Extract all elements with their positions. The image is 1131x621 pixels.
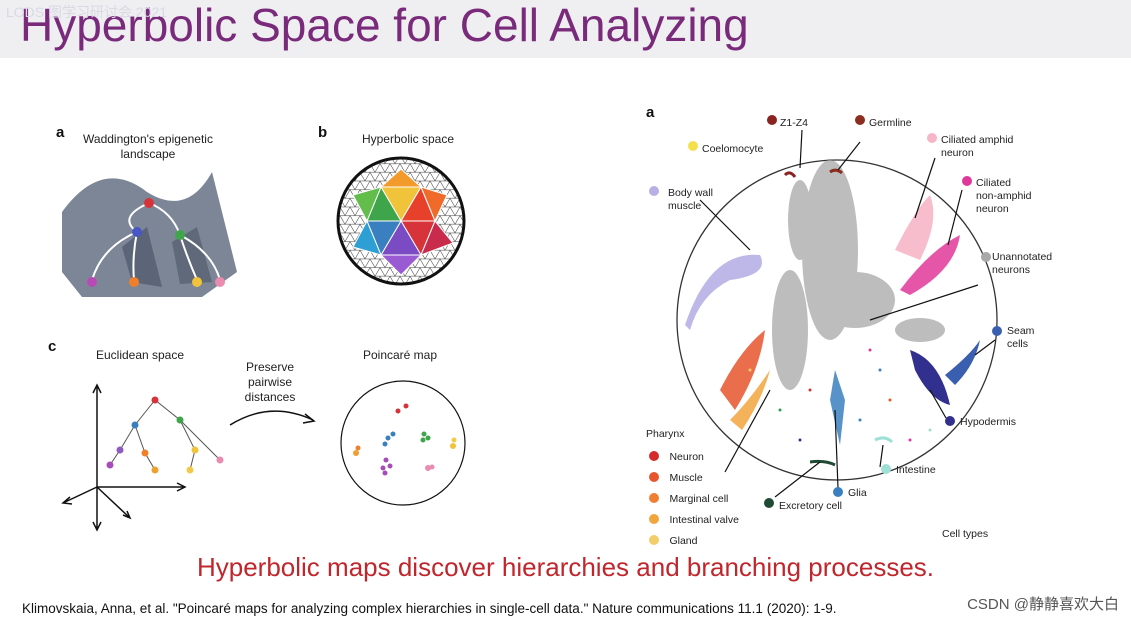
body-wall-label: Body wall muscle — [668, 187, 713, 213]
legend-label: Neuron — [669, 451, 703, 463]
excretory-label: Excretory cell — [779, 500, 842, 513]
seam-line1: Seam — [1007, 325, 1034, 338]
panel-b-letter: b — [318, 124, 327, 141]
panel-a-letter: a — [56, 124, 64, 141]
legend-item: Neuron — [646, 447, 739, 468]
ciliated-non-line1: Ciliated — [976, 177, 1031, 190]
body-wall-line1: Body wall — [668, 187, 713, 200]
body-wall-dot — [649, 186, 659, 196]
coelomocyte-label: Coelomocyte — [702, 143, 763, 156]
ball-blue — [132, 227, 142, 237]
waddington-landscape — [62, 172, 237, 300]
legend-swatch — [649, 514, 659, 524]
ciliated-non-amphid-label: Ciliated non-amphid neuron — [976, 177, 1031, 216]
hypodermis-label: Hypodermis — [960, 416, 1016, 429]
left-figure: a Waddington's epigenetic landscape b Hy… — [40, 110, 480, 540]
seam-line2: cells — [1007, 338, 1034, 351]
ball-yellow — [192, 277, 202, 287]
slide-caption: Hyperbolic maps discover hierarchies and… — [0, 552, 1131, 583]
panel-c-letter: c — [48, 338, 56, 355]
pharynx-legend-title: Pharynx — [646, 428, 739, 441]
legend-swatch — [649, 493, 659, 503]
ball-green — [175, 230, 185, 240]
seam-cells-dot — [992, 326, 1002, 336]
panel-a-label-line2: landscape — [68, 147, 228, 162]
euclidean-label: Euclidean space — [80, 348, 200, 363]
excretory-cluster — [810, 461, 835, 465]
preserve-arrow — [225, 400, 325, 430]
ball-purple — [87, 277, 97, 287]
legend-swatch — [649, 472, 659, 482]
seam-cells-label: Seam cells — [1007, 325, 1034, 351]
right-figure: a — [630, 100, 1110, 545]
z1z4-dot — [767, 115, 777, 125]
legend-item: Intestinal valve — [646, 510, 739, 531]
legend-item: Muscle — [646, 468, 739, 489]
intestine-label: Intestine — [896, 464, 936, 477]
unannotated-line2: neurons — [992, 264, 1052, 277]
z1z4-cluster — [785, 173, 795, 177]
unannotated-line1: Unannotated — [992, 251, 1052, 264]
preserve-distances-label: Preserve pairwise distances — [225, 360, 315, 405]
legend-item: Marginal cell — [646, 489, 739, 510]
unannotated-label: Unannotated neurons — [992, 251, 1052, 277]
watermark-top: LODS 图学习研讨会 2021 — [6, 2, 167, 22]
panel-a-label-line1: Waddington's epigenetic — [68, 132, 228, 147]
hypodermis-dot — [945, 416, 955, 426]
panel-a-label: Waddington's epigenetic landscape — [68, 132, 228, 162]
legend-item: Gland — [646, 531, 739, 552]
ball-orange — [129, 277, 139, 287]
hypodermis-cluster — [910, 350, 950, 405]
intestine-dot — [881, 464, 891, 474]
germline-label: Germline — [869, 117, 912, 130]
preserve-line1: Preserve — [225, 360, 315, 375]
legend-swatch — [649, 535, 659, 545]
intestine-cluster — [875, 438, 892, 442]
ciliated-amphid-line1: Ciliated amphid — [941, 134, 1013, 147]
ciliated-amphid-cluster — [895, 195, 933, 260]
legend-label: Gland — [669, 535, 697, 547]
poincare-disk — [338, 378, 468, 508]
excretory-dot — [764, 498, 774, 508]
z1z4-label: Z1-Z4 — [780, 117, 808, 130]
legend-label: Intestinal valve — [669, 514, 738, 526]
glia-dot — [833, 487, 843, 497]
glia-cluster — [830, 370, 845, 445]
ciliated-amphid-dot — [927, 133, 937, 143]
ciliated-amphid-label: Ciliated amphid neuron — [941, 134, 1013, 160]
ciliated-non-line2: non-amphid — [976, 190, 1031, 203]
preserve-line2: pairwise — [225, 375, 315, 390]
cell-types-label: Cell types — [942, 528, 988, 541]
legend-label: Marginal cell — [669, 493, 728, 505]
poincare-label: Poincaré map — [340, 348, 460, 363]
euclidean-tree — [55, 375, 245, 535]
pharynx-legend: Pharynx Neuron Muscle Marginal cell Inte… — [646, 428, 739, 552]
germline-dot — [855, 115, 865, 125]
ciliated-non-amphid-dot — [962, 176, 972, 186]
ball-pink — [215, 277, 225, 287]
ciliated-non-line3: neuron — [976, 203, 1031, 216]
body-wall-muscle-cluster — [685, 255, 762, 330]
ball-root — [144, 198, 154, 208]
ciliated-amphid-line2: neuron — [941, 147, 1013, 160]
panel-b-label: Hyperbolic space — [338, 132, 478, 147]
hyperbolic-disk — [335, 155, 467, 287]
legend-swatch — [649, 451, 659, 461]
unannotated-dot — [981, 252, 991, 262]
glia-label: Glia — [848, 487, 867, 500]
seam-cells-cluster — [945, 340, 980, 385]
csdn-watermark: CSDN @静静喜欢大白 — [967, 593, 1119, 614]
legend-label: Muscle — [669, 472, 702, 484]
citation: Klimovskaia, Anna, et al. "Poincaré maps… — [22, 601, 836, 616]
body-wall-line2: muscle — [668, 200, 713, 213]
coelomocyte-dot — [688, 141, 698, 151]
